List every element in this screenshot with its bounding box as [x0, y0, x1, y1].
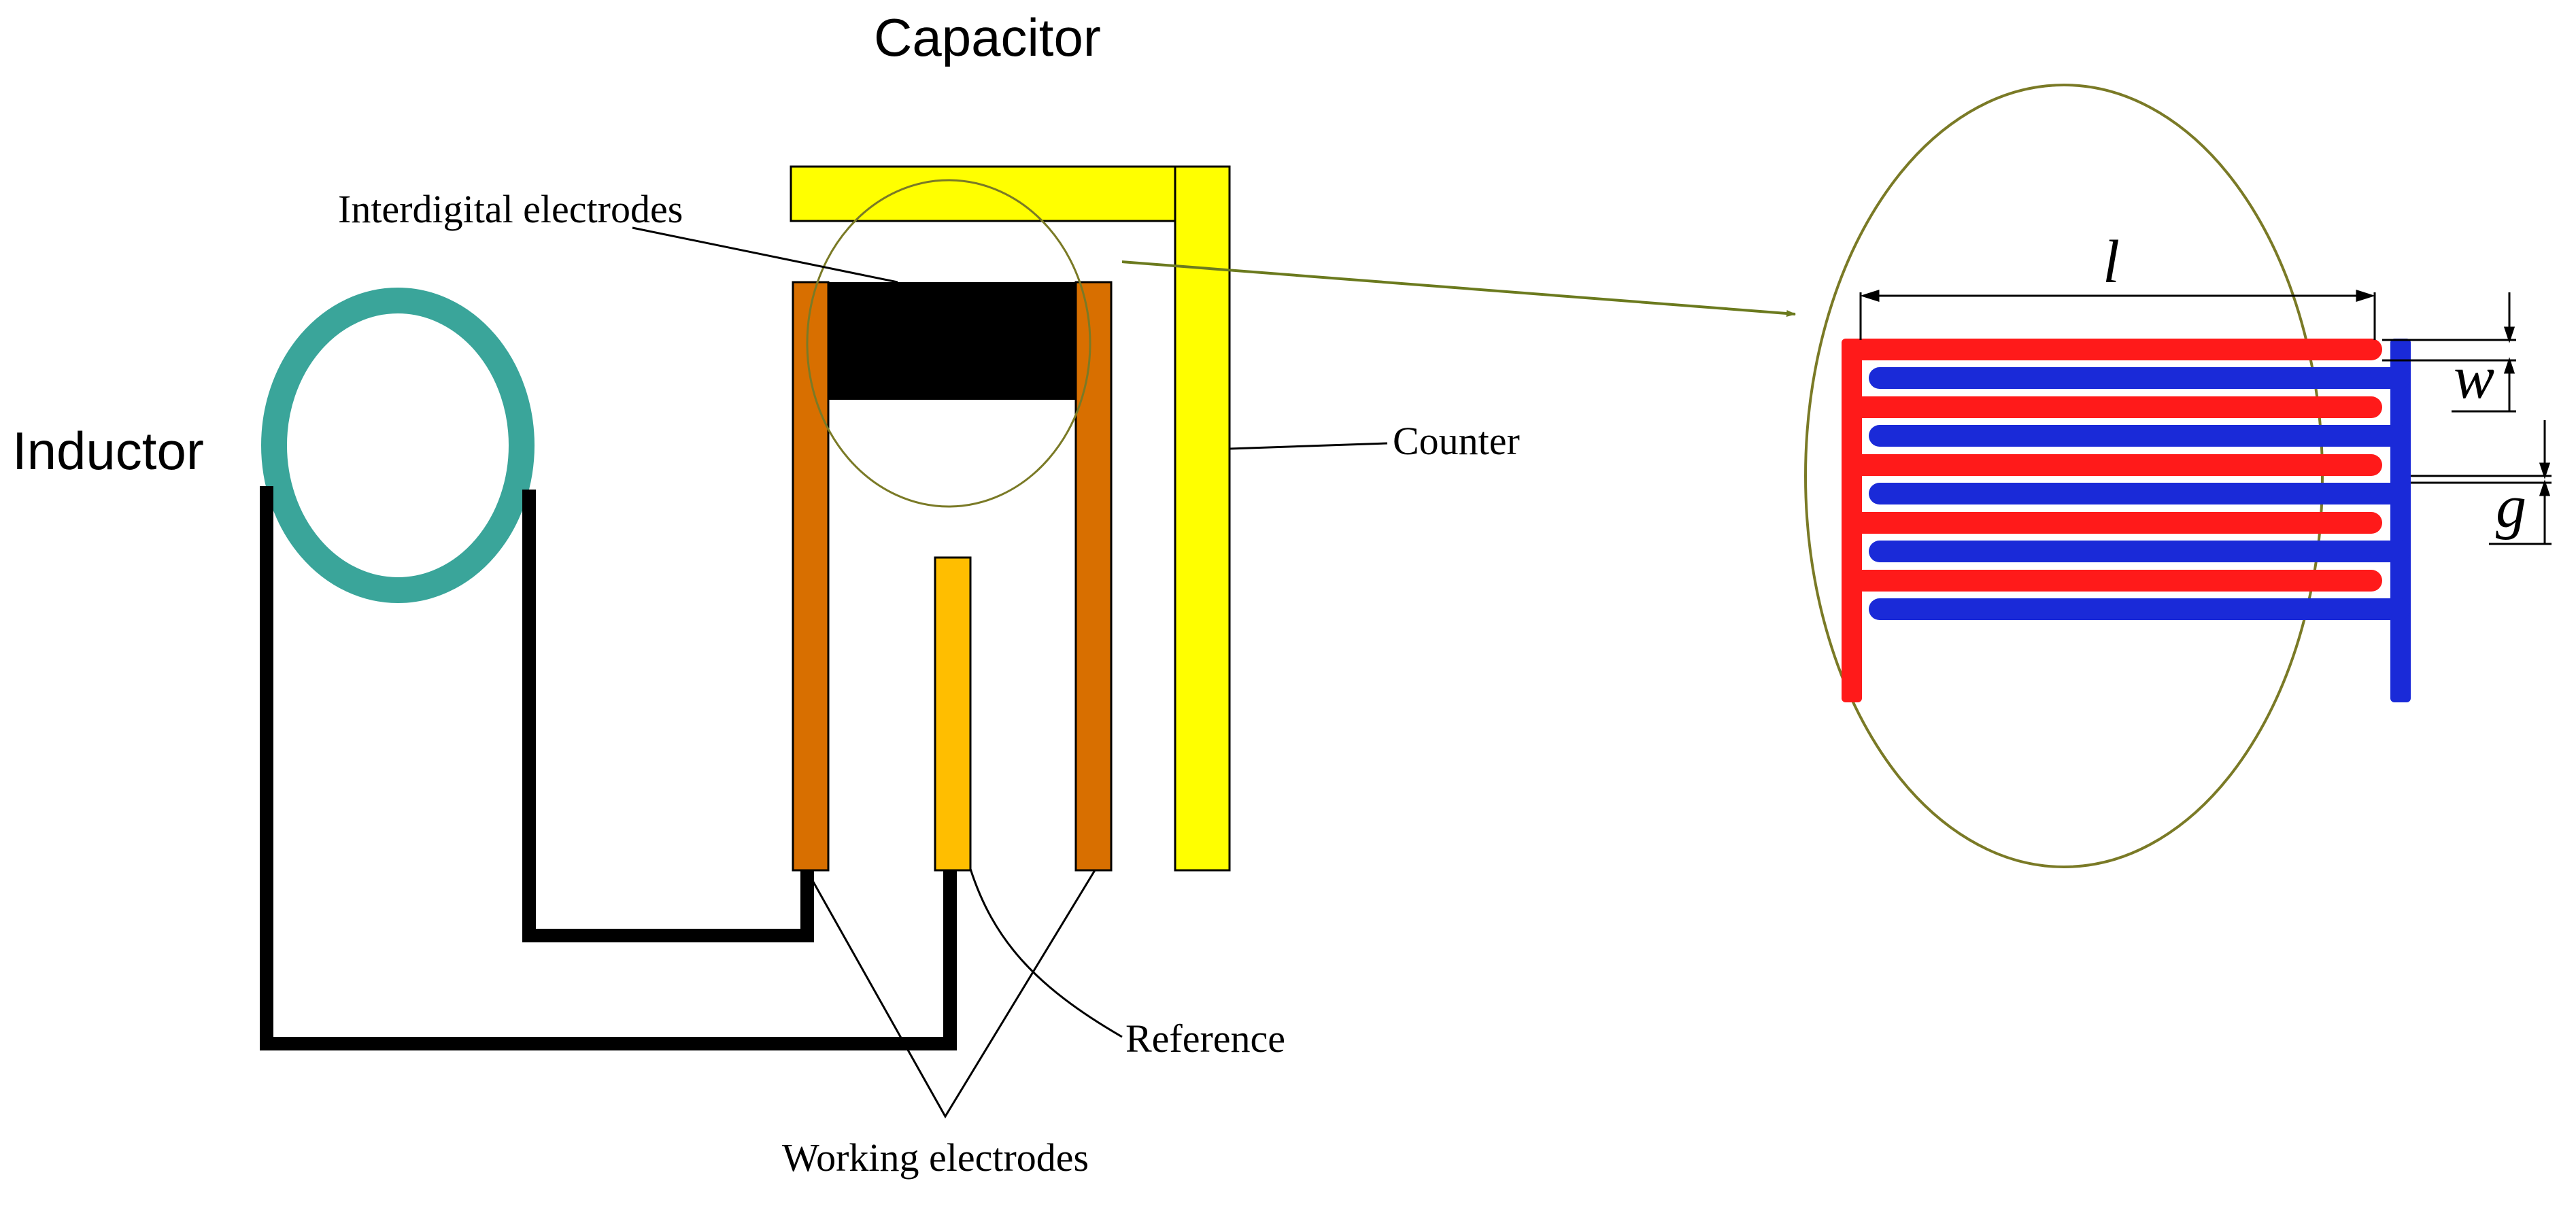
reference-label: Reference	[1125, 1016, 1285, 1061]
capacitor-callout-circle	[806, 179, 1091, 508]
counter-label: Counter	[1393, 419, 1520, 463]
reference-leader-line	[969, 868, 1123, 1038]
reference-electrode	[934, 556, 972, 872]
inductor-label: Inductor	[12, 421, 204, 481]
capacitor-label: Capacitor	[874, 7, 1101, 67]
inductor-lead-inner	[522, 490, 814, 942]
working-electrodes-label: Working electrodes	[782, 1135, 1089, 1180]
dimension-w	[2382, 292, 2516, 413]
interdigital-electrodes-label: Interdigital electrodes	[338, 187, 683, 231]
dimension-l	[1859, 289, 2376, 340]
dimension-g-label: g	[2496, 473, 2526, 541]
inductor	[260, 288, 957, 1050]
red-comb-electrode	[1842, 339, 2382, 702]
interdigital-leader-line	[632, 226, 898, 284]
counter-electrode	[790, 165, 1231, 872]
interdigital-electrode-block	[828, 282, 1076, 400]
dimension-l-label: l	[2103, 228, 2120, 296]
zoom-arrow	[1121, 260, 1796, 317]
working-leader-lines	[809, 870, 1096, 1118]
dimension-w-label: w	[2454, 344, 2494, 411]
blue-comb-electrode	[1869, 339, 2411, 702]
working-electrode-right	[1074, 281, 1113, 872]
working-electrode-left	[792, 281, 830, 872]
dimension-g	[2411, 420, 2552, 545]
inductor-lead-outer	[260, 486, 957, 1050]
counter-leader-line	[1229, 442, 1388, 450]
zoomed-interdigital-view	[1804, 84, 2552, 868]
inductor-coil	[261, 288, 535, 603]
